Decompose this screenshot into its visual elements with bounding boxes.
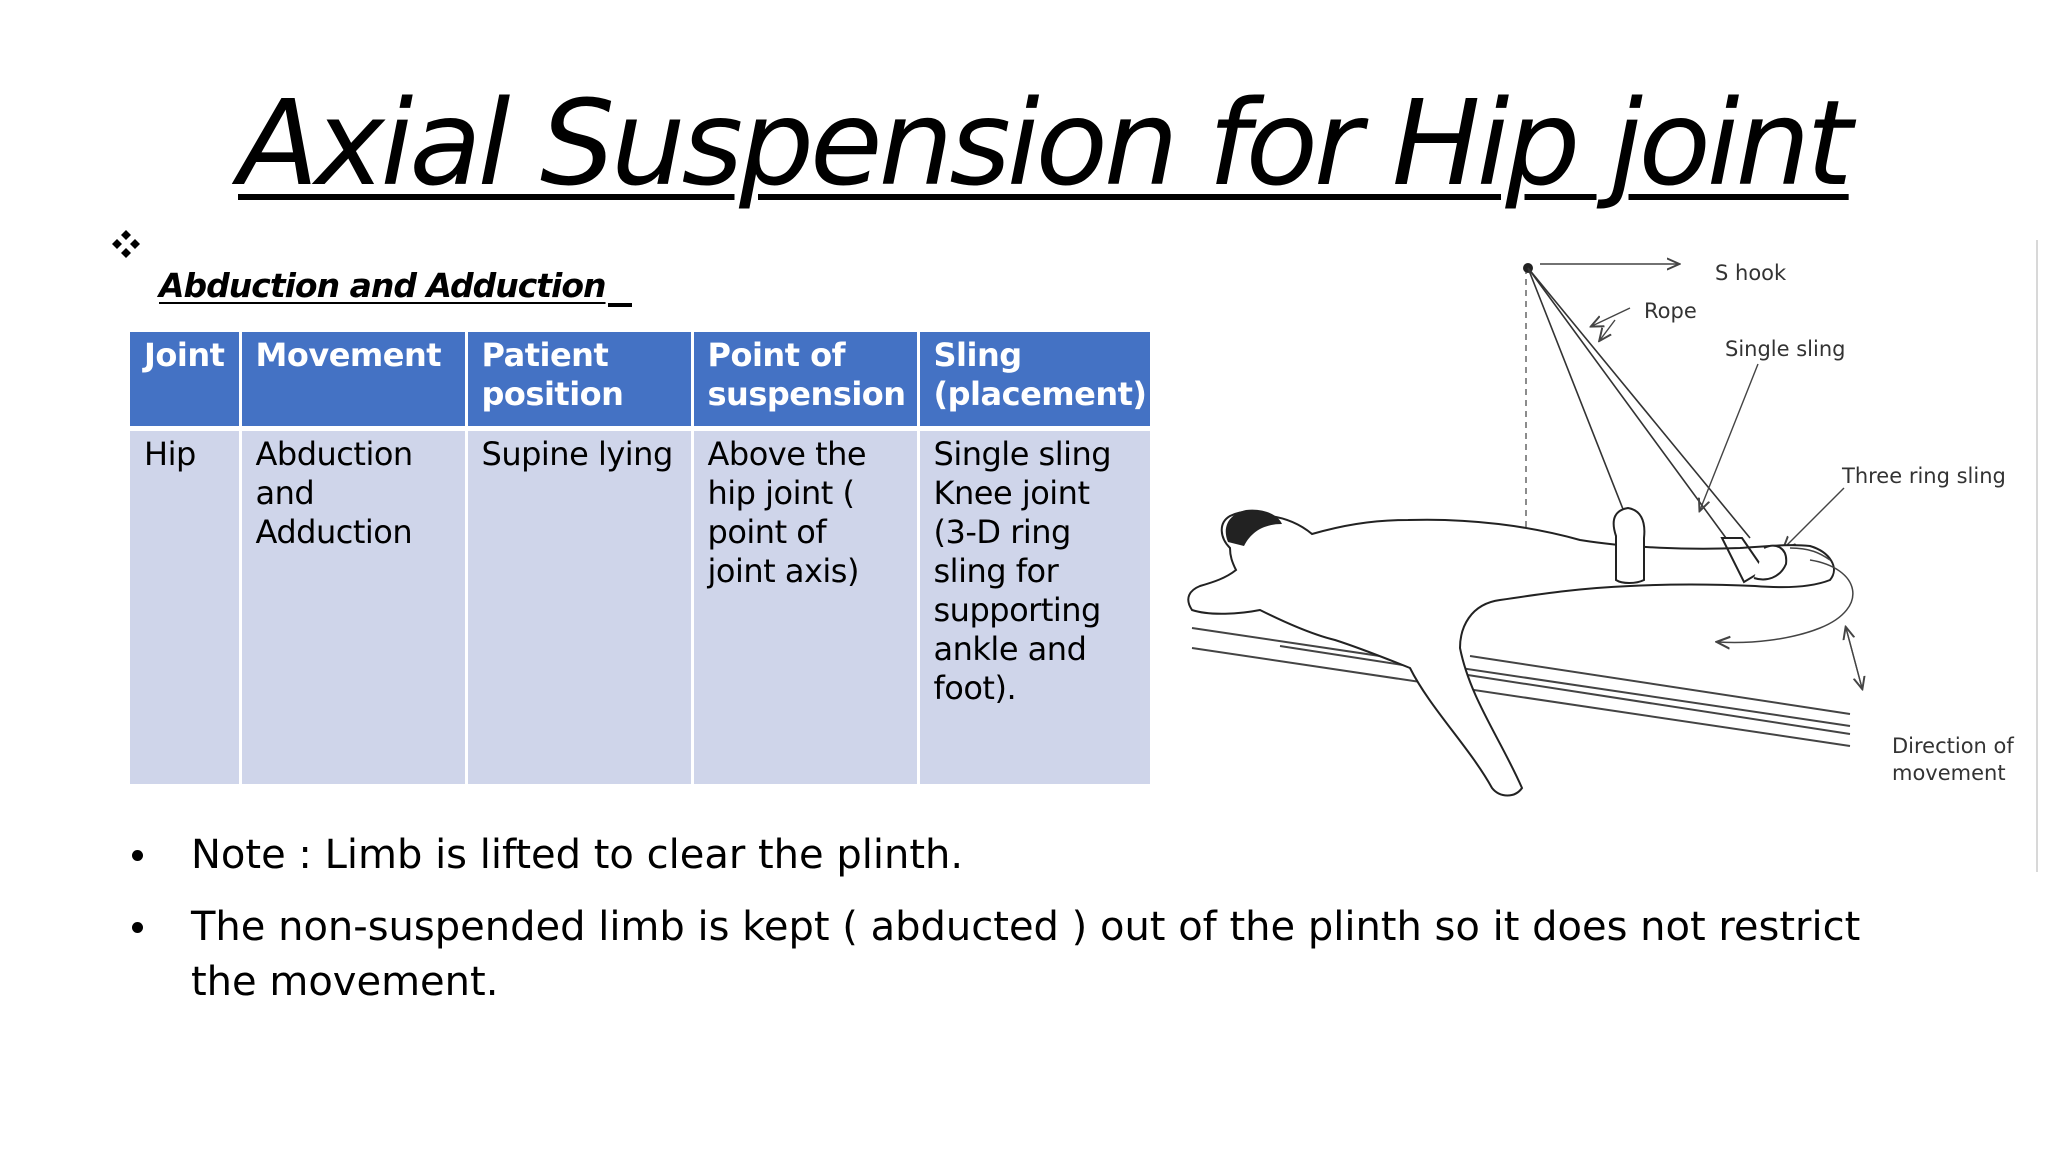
rope-line bbox=[1527, 267, 1633, 533]
note-text: Note : Limb is lifted to clear the plint… bbox=[191, 832, 964, 878]
diamond-bullet-icon bbox=[112, 230, 140, 258]
suspension-diagram: S hook Rope Single sling Three ring slin… bbox=[1170, 248, 2030, 848]
cell-point-of-suspension: Above the hip joint ( point of joint axi… bbox=[692, 428, 920, 784]
section-subheading: Abduction and Adduction bbox=[159, 264, 632, 308]
movement-arc bbox=[1789, 547, 1831, 561]
foot-outline bbox=[1753, 544, 1788, 581]
cell-movement: Abduction and Adduction bbox=[240, 428, 468, 784]
three-ring-sling-label: Three ring sling bbox=[1841, 464, 2006, 488]
header-sling-placement: Sling (placement) bbox=[918, 332, 1150, 431]
plinth bbox=[1191, 627, 1851, 747]
list-item: The non-suspended limb is kept ( abducte… bbox=[130, 900, 1930, 1010]
single-sling-label: Single sling bbox=[1725, 337, 1845, 361]
subheading-label: Abduction and Adduction bbox=[159, 266, 607, 305]
bullet-icon bbox=[132, 922, 143, 933]
s-hook-label: S hook bbox=[1715, 261, 1787, 285]
header-joint: Joint bbox=[130, 332, 242, 431]
note-text: The non-suspended limb is kept ( abducte… bbox=[191, 904, 1861, 1005]
suspension-illustration: S hook Rope Single sling Three ring slin… bbox=[1187, 248, 2014, 797]
patient-hair bbox=[1225, 509, 1282, 546]
direction-label-line1: Direction of bbox=[1892, 734, 2014, 758]
subheading-dash bbox=[607, 303, 632, 307]
three-ring-sling-pointer bbox=[1784, 487, 1845, 548]
list-item: Note : Limb is lifted to clear the plint… bbox=[130, 828, 1930, 883]
slide-edge-divider bbox=[2036, 240, 2038, 872]
single-sling-pointer bbox=[1700, 363, 1759, 510]
direction-pointer bbox=[1845, 627, 1862, 688]
header-movement: Movement bbox=[240, 332, 468, 431]
cell-joint: Hip bbox=[130, 428, 242, 784]
notes-list: Note : Limb is lifted to clear the plint… bbox=[130, 828, 1930, 1027]
cell-patient-position: Supine lying bbox=[466, 428, 694, 784]
rope-pointer bbox=[1600, 319, 1616, 340]
header-patient-position: Patient position bbox=[466, 332, 694, 431]
rope-pointer bbox=[1592, 307, 1631, 326]
direction-label-line2: movement bbox=[1892, 761, 2006, 785]
cell-sling-placement: Single sling Knee joint (3-D ring sling … bbox=[918, 428, 1150, 784]
movement-arc bbox=[1718, 559, 1854, 642]
rope-line bbox=[1527, 267, 1751, 539]
suspension-table: Joint Movement Patient position Point of… bbox=[130, 332, 1150, 784]
bullet-icon bbox=[132, 850, 143, 861]
slide-title: Axial Suspension for Hip joint bbox=[238, 74, 1853, 212]
rope-line bbox=[1527, 267, 1727, 539]
header-point-of-suspension: Point of suspension bbox=[692, 332, 920, 431]
patient-figure bbox=[1187, 510, 1835, 797]
rope-label: Rope bbox=[1644, 299, 1697, 323]
thigh-sling-icon bbox=[1612, 506, 1646, 584]
table-header-row: Joint Movement Patient position Point of… bbox=[130, 332, 1150, 431]
table-row: Hip Abduction and Adduction Supine lying… bbox=[130, 428, 1150, 784]
